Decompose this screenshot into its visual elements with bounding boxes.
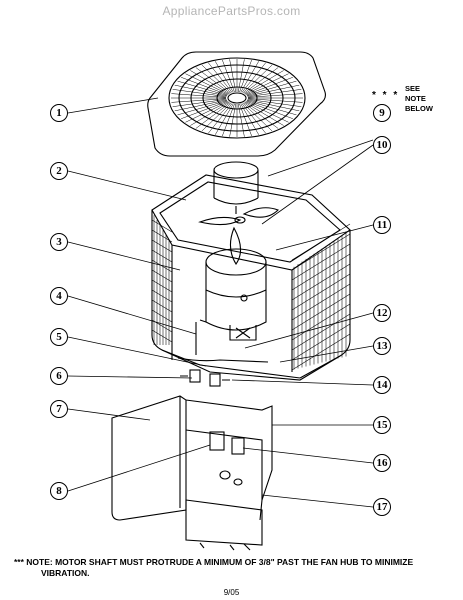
callout-14: 14 bbox=[373, 376, 391, 394]
callout-1: 1 bbox=[50, 104, 68, 122]
see-note-line-1: SEE bbox=[405, 84, 421, 93]
callout-7: 7 bbox=[50, 400, 68, 418]
callout-17: 17 bbox=[373, 498, 391, 516]
access-panel-drawing bbox=[111, 395, 273, 551]
callout-16: 16 bbox=[373, 454, 391, 472]
compressor-drawing bbox=[205, 248, 267, 341]
callout-10: 10 bbox=[373, 136, 391, 154]
callout-2: 2 bbox=[50, 162, 68, 180]
fan-blade-drawing bbox=[198, 207, 279, 265]
callout-4: 4 bbox=[50, 287, 68, 305]
callout-9: 9 bbox=[373, 104, 391, 122]
callout-6: 6 bbox=[50, 367, 68, 385]
watermark: AppliancePartsPros.com bbox=[162, 4, 301, 18]
callout-8: 8 bbox=[50, 482, 68, 500]
see-note-line-3: BELOW bbox=[405, 104, 433, 113]
note-marker: * * * bbox=[372, 90, 400, 101]
leader-lines bbox=[67, 97, 374, 508]
callout-12: 12 bbox=[373, 304, 391, 322]
fan-motor-drawing bbox=[213, 161, 259, 214]
base-pan-drawing bbox=[161, 319, 341, 381]
footnote-line-2: VIBRATION. bbox=[41, 568, 90, 578]
footnote-line-1: *** NOTE: MOTOR SHAFT MUST PROTRUDE A MI… bbox=[14, 557, 414, 567]
footnote: *** NOTE: MOTOR SHAFT MUST PROTRUDE A MI… bbox=[14, 557, 454, 579]
callout-13: 13 bbox=[373, 337, 391, 355]
callout-11: 11 bbox=[373, 216, 391, 234]
service-valves-drawing bbox=[180, 369, 230, 387]
revision-date: 9/05 bbox=[223, 588, 240, 597]
cabinet-top-frame-drawing bbox=[151, 174, 351, 271]
coil-walls-drawing bbox=[151, 210, 351, 379]
fan-guard-drawing bbox=[147, 51, 326, 157]
callout-5: 5 bbox=[50, 328, 68, 346]
callout-3: 3 bbox=[50, 233, 68, 251]
see-note-label: SEE NOTE BELOW bbox=[405, 84, 433, 114]
see-note-line-2: NOTE bbox=[405, 94, 426, 103]
callout-15: 15 bbox=[373, 416, 391, 434]
